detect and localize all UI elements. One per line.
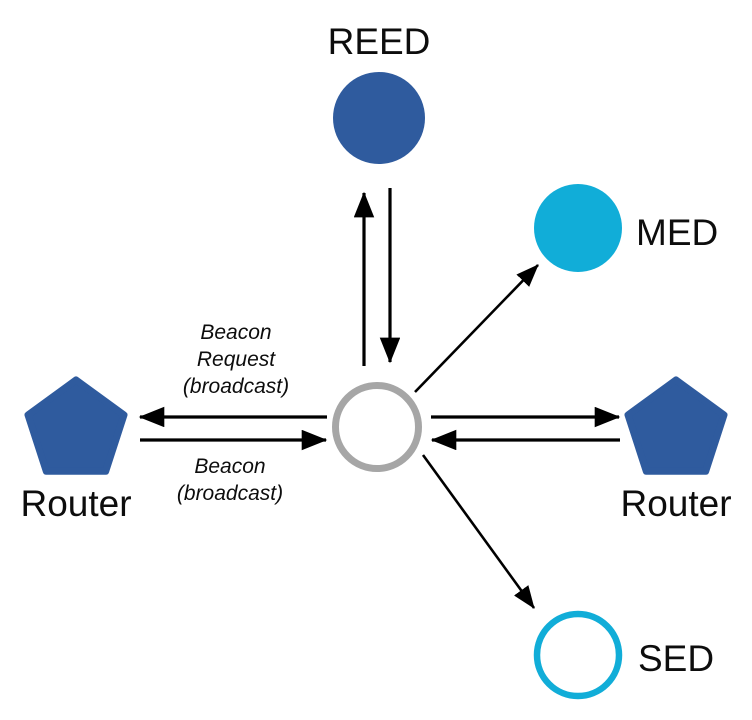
node-router-right-pentagon[interactable] [624,376,728,475]
node-center-circle[interactable] [332,382,422,472]
node-sed-circle[interactable] [533,610,623,700]
node-label-router-left: Router [20,483,131,524]
edge-label-beacon-request: Beacon Request (broadcast) [183,321,289,398]
edge-center-to-sed [421,454,536,609]
node-reed-circle[interactable] [333,72,425,164]
node-label-med: MED [636,212,718,253]
edge-label-beacon: Beacon (broadcast) [177,455,283,505]
edge-label-beacon-line2: (broadcast) [177,482,283,505]
edge-label-beacon-request-line1: Beacon [200,321,271,344]
node-med-circle[interactable] [534,184,622,272]
node-label-reed: REED [328,21,431,62]
edge-center-to-med [414,264,539,393]
node-label-sed: SED [638,638,714,679]
edge-center-to-med-line [414,264,539,393]
edge-label-beacon-request-line2: Request [197,348,276,371]
edge-center-to-sed-line [421,454,536,609]
edge-label-beacon-line1: Beacon [194,455,265,478]
edge-label-beacon-request-line3: (broadcast) [183,375,289,398]
node-router-left-pentagon[interactable] [24,376,128,475]
node-label-router-right: Router [620,483,731,524]
